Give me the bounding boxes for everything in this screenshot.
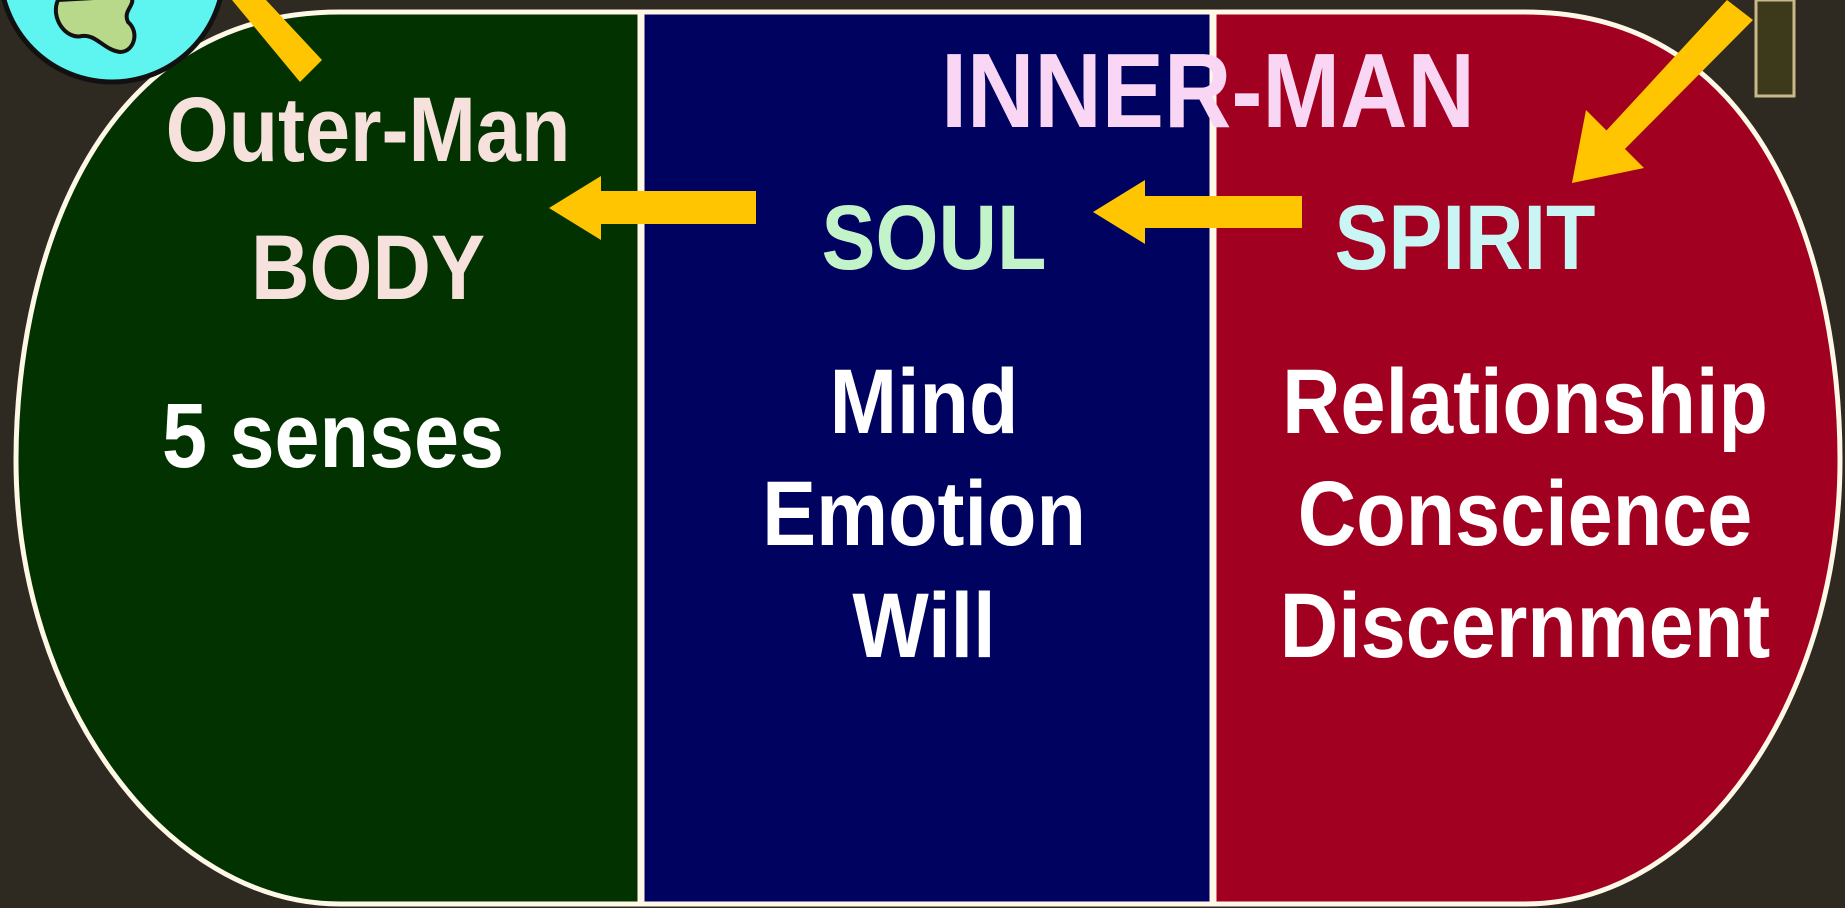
soul-item-will: Will [852, 570, 995, 682]
soul-item-emotion: Emotion [762, 458, 1086, 570]
spirit-item-conscience: Conscience [1298, 458, 1752, 570]
outer-man-title: Outer-Man [166, 84, 571, 176]
body-items: 5 senses [162, 380, 504, 492]
spirit-items: Relationship Conscience Discernment [1280, 346, 1770, 682]
soul-items: Mind Emotion Will [762, 346, 1086, 682]
inner-man-title: INNER-MAN [941, 38, 1475, 144]
spirit-heading: SPIRIT [1335, 192, 1596, 284]
soul-heading: SOUL [822, 192, 1047, 284]
spirit-item-relationship: Relationship [1282, 346, 1768, 458]
spirit-item-discernment: Discernment [1280, 570, 1770, 682]
soul-item-mind: Mind [830, 346, 1019, 458]
corner-bar [1756, 0, 1794, 96]
body-item: 5 senses [162, 380, 504, 492]
body-heading: BODY [251, 222, 485, 314]
